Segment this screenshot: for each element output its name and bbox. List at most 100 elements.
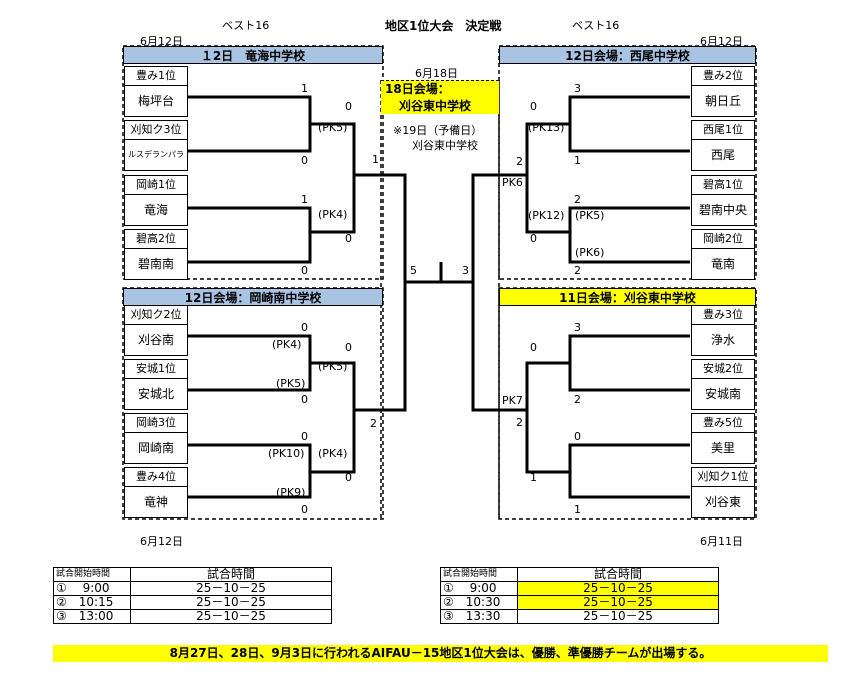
team-qualifier: 豊み2位	[692, 67, 754, 86]
pk-score: (PK10)	[268, 447, 305, 460]
team-name: 竜南	[710, 257, 735, 271]
match-duration: 25－10－25	[130, 581, 332, 596]
score: 1	[301, 193, 308, 206]
team-card: 豊み4位竜神	[124, 467, 188, 518]
reserve-day: ※19日（予備日）	[393, 124, 483, 137]
team-card: 碧高1位碧南中央	[691, 175, 755, 226]
score: 2	[574, 264, 581, 277]
team-qualifier: 岡崎2位	[692, 230, 754, 249]
score: 0	[301, 321, 308, 334]
table-row: 試合開始時間試合時間	[53, 567, 332, 582]
score: 1	[530, 471, 537, 484]
date-bottom-left: 6月12日	[140, 535, 183, 548]
score: 2	[516, 155, 523, 168]
team-qualifier: 刈知ク3位	[125, 121, 187, 140]
match-duration: 25－10－25	[517, 595, 719, 610]
pk-score: (PK9)	[276, 486, 306, 499]
score: 0	[345, 471, 352, 484]
pk-score: (PK5)	[318, 121, 348, 134]
team-name: 岡崎南	[137, 441, 174, 455]
team-card: 西尾1位西尾	[691, 120, 755, 171]
team-card: 岡崎1位竜海	[124, 175, 188, 226]
team-qualifier: 西尾1位	[692, 121, 754, 140]
page-title: 地区1位大会 決定戦	[385, 19, 502, 33]
start-time: ① 9:00	[53, 581, 131, 596]
match-duration: 25－10－25	[517, 609, 719, 624]
date-bottom-right: 6月11日	[700, 535, 743, 548]
pk-score: (PK4)	[272, 338, 302, 351]
start-time: ① 9:00	[440, 581, 518, 596]
team-card: 刈知ク1位刈谷東	[691, 467, 755, 518]
score: 5	[410, 264, 417, 277]
pk-score: (PK13)	[528, 121, 565, 134]
date-top-right: 6月12日	[700, 35, 743, 48]
team-card: 豊み1位梅坪台	[124, 66, 188, 117]
score: 0	[345, 341, 352, 354]
score: 0	[530, 232, 537, 245]
table-header-duration: 試合時間	[517, 567, 719, 582]
score: 0	[301, 154, 308, 167]
score: 3	[462, 264, 469, 277]
match-duration: 25－10－25	[517, 581, 719, 596]
final-venue-label: 18日会場：	[385, 82, 450, 96]
final-venue-box: 18日会場： 刈谷東中学校	[381, 80, 499, 114]
score: 0	[345, 232, 352, 245]
team-name: 刈谷東	[704, 495, 741, 509]
team-card: 豊み5位美里	[691, 413, 755, 464]
start-time: ③ 13:00	[53, 609, 131, 624]
team-card: 豊み3位浄水	[691, 305, 755, 356]
start-time: ② 10:15	[53, 595, 131, 610]
team-name: 安城南	[704, 387, 741, 401]
date-center-top: 6月18日	[415, 67, 458, 80]
score: 3	[574, 321, 581, 334]
team-qualifier: 刈知ク2位	[125, 306, 187, 325]
team-name: 梅坪台	[137, 94, 174, 108]
team-card: 安城2位安城南	[691, 359, 755, 410]
match-duration: 25－10－25	[130, 595, 332, 610]
team-qualifier: 碧高2位	[125, 230, 187, 249]
best16-left-label: ベスト16	[222, 19, 270, 32]
venue-top-right: 12日会場：西尾中学校	[499, 46, 756, 64]
team-name: ルスデランパラ	[128, 150, 184, 159]
team-qualifier: 安城2位	[692, 360, 754, 379]
team-qualifier: 豊み4位	[125, 468, 187, 487]
pk-score: (PK6)	[575, 246, 605, 259]
start-time: ② 10:30	[440, 595, 518, 610]
table-row: 試合開始時間試合時間	[440, 567, 719, 582]
score: 0	[574, 430, 581, 443]
team-qualifier: 豊み1位	[125, 67, 187, 86]
score: 0	[530, 341, 537, 354]
team-qualifier: 岡崎1位	[125, 176, 187, 195]
team-name: 朝日丘	[704, 94, 741, 108]
team-name: 碧南南	[137, 257, 174, 271]
team-qualifier: 豊み5位	[692, 414, 754, 433]
team-name: 竜海	[143, 203, 168, 217]
venue-top-left: １2日 竜海中学校	[123, 46, 383, 64]
pk-score: PK6	[502, 176, 523, 189]
team-card: 安城1位安城北	[124, 359, 188, 410]
pk-score: (PK4)	[318, 208, 348, 221]
score: 1	[372, 153, 379, 166]
team-card: 岡崎3位岡崎南	[124, 413, 188, 464]
score: 0	[530, 100, 537, 113]
table-header-start: 試合開始時間	[440, 567, 518, 582]
team-card: 豊み2位朝日丘	[691, 66, 755, 117]
pk-score: (PK5)	[276, 377, 306, 390]
reserve-school: 刈谷東中学校	[412, 139, 478, 152]
score: 1	[574, 503, 581, 516]
score: 0	[345, 100, 352, 113]
best16-right-label: ベスト16	[572, 19, 620, 32]
team-card: 刈知ク3位ルスデランパラ	[124, 120, 188, 171]
score: 2	[370, 417, 377, 430]
team-card: 刈知ク2位刈谷南	[124, 305, 188, 356]
team-name: 安城北	[137, 387, 174, 401]
team-card: 碧高2位碧南南	[124, 229, 188, 280]
team-qualifier: 碧高1位	[692, 176, 754, 195]
score: 1	[574, 154, 581, 167]
team-name: 竜神	[143, 495, 168, 509]
